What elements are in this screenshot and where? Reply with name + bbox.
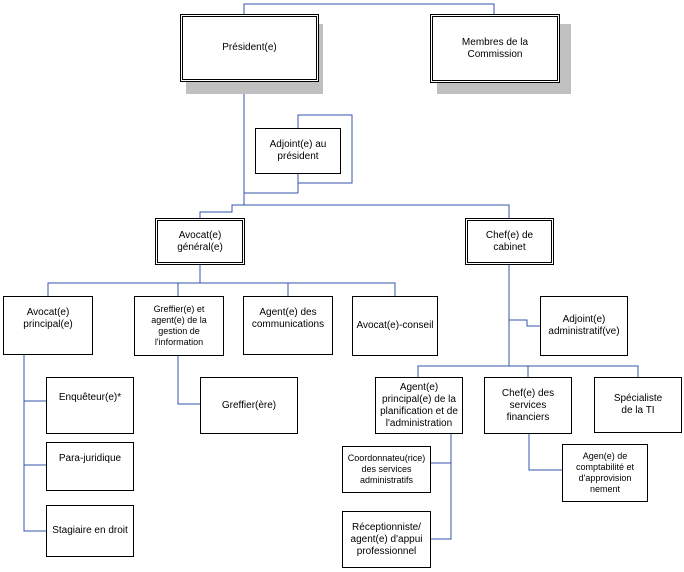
label-agent-planification: Agent(e) principal(e) de la planificatio…	[380, 381, 458, 429]
box-greffier-agent: Greffier(e) et agent(e) de la gestion de…	[134, 296, 224, 356]
box-enqueteur: Enquêteur(e)*	[46, 377, 134, 434]
connector-ag-row	[47, 282, 396, 296]
label-greffier: Greffier(ère)	[221, 399, 277, 411]
label-greffier-agent: Greffier(e) et agent(e) de la gestion de…	[151, 304, 207, 347]
label-adjoint-administratif: Adjoint(e) administratif(ve)	[548, 314, 620, 337]
connector-financiers-comptabilite	[528, 433, 562, 471]
connector-planif-chain	[431, 433, 452, 540]
connector-president-commission	[243, 3, 495, 14]
box-chef-cabinet: Chef(e) de cabinet	[465, 218, 554, 265]
box-agent-comptabilite: Agen(e) de comptabilité et d'approvision…	[562, 444, 648, 502]
label-adjoint-president: Adjoint(e) au président	[269, 139, 327, 162]
box-avocat-conseil: Avocat(e)-conseil	[352, 296, 438, 356]
box-commission: Membres de la Commission	[430, 14, 560, 83]
label-specialiste-ti: Spécialiste de la TI	[613, 393, 663, 416]
connector-to-avocat-general	[199, 204, 244, 218]
box-adjoint-administratif: Adjoint(e) administratif(ve)	[540, 296, 628, 356]
box-greffier: Greffier(ère)	[200, 377, 298, 434]
label-receptionniste: Réceptionniste/ agent(e) d'appui profess…	[350, 521, 423, 557]
box-receptionniste: Réceptionniste/ agent(e) d'appui profess…	[342, 511, 431, 568]
box-avocat-general: Avocat(e) général(e)	[155, 218, 245, 265]
label-avocat-conseil: Avocat(e)-conseil	[356, 320, 434, 331]
box-agent-communications: Agent(e) des communications	[243, 296, 333, 355]
label-chef-cabinet: Chef(e) de cabinet	[485, 229, 534, 253]
connector-greffier	[177, 356, 200, 405]
label-stagiaire: Stagiaire en droit	[52, 525, 128, 536]
connector-cc-adjoint-admin	[509, 319, 540, 327]
box-agent-planification: Agent(e) principal(e) de la planificatio…	[375, 377, 463, 434]
box-coordonnateur: Coordonnateu(rice) des services administ…	[342, 446, 431, 493]
label-president: Président(e)	[222, 42, 277, 53]
box-specialiste-ti: Spécialiste de la TI	[594, 377, 682, 433]
box-adjoint-president: Adjoint(e) au président	[255, 128, 341, 174]
box-president: Président(e)	[180, 14, 319, 82]
box-stagiaire: Stagiaire en droit	[46, 505, 134, 557]
box-avocat-principal: Avocat(e) principal(e)	[3, 296, 93, 355]
label-coordonnateur: Coordonnateu(rice) des services administ…	[347, 453, 426, 485]
label-agent-comptabilite: Agen(e) de comptabilité et d'approvision…	[575, 451, 635, 494]
box-para-juridique: Para-juridique	[46, 442, 134, 491]
connector-avocat-principal-chain	[23, 355, 46, 532]
label-para-juridique: Para-juridique	[58, 453, 122, 464]
connector-to-chef-cabinet	[244, 204, 510, 218]
label-avocat-general: Avocat(e) général(e)	[177, 229, 223, 253]
label-agent-communications: Agent(e) des communications	[251, 307, 325, 330]
label-enqueteur: Enquêteur(e)*	[58, 392, 122, 403]
box-chef-services-financiers: Chef(e) des services financiers	[484, 377, 572, 434]
label-chef-services-financiers: Chef(e) des services financiers	[501, 387, 555, 423]
label-avocat-principal: Avocat(e) principal(e)	[23, 307, 73, 330]
label-commission: Membres de la Commission	[461, 36, 529, 60]
